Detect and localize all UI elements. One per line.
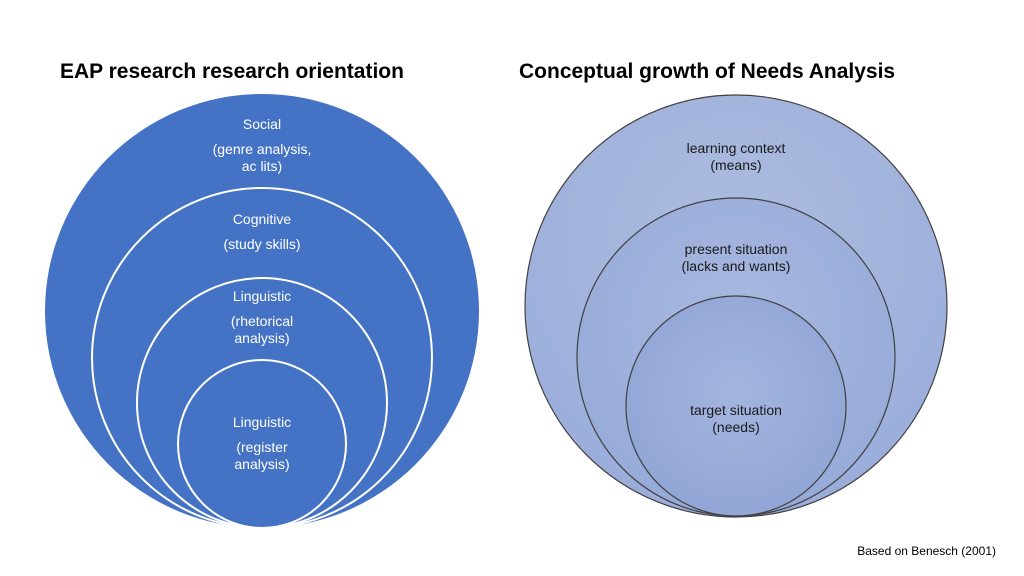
learning-context-title: learning context bbox=[686, 140, 786, 156]
left-label-linguistic-register: Linguistic (register analysis) bbox=[162, 414, 362, 473]
target-situation-title: target situation bbox=[690, 402, 782, 418]
social-detail-line1: (genre analysis, bbox=[212, 141, 312, 157]
left-circle-linguistic-register bbox=[177, 359, 347, 529]
register-detail-line1: (register bbox=[236, 439, 288, 455]
source-footnote: Based on Benesch (2001) bbox=[857, 544, 996, 558]
target-situation-detail: (needs) bbox=[712, 419, 760, 435]
register-detail-line2: analysis) bbox=[234, 456, 290, 472]
left-label-social: Social (genre analysis, ac lits) bbox=[162, 116, 362, 175]
left-label-cognitive: Cognitive (study skills) bbox=[162, 211, 362, 253]
linguistic-rhetorical-title: Linguistic bbox=[232, 288, 292, 304]
right-label-present-situation: present situation (lacks and wants) bbox=[636, 241, 836, 275]
right-circle-target-situation bbox=[625, 295, 847, 517]
present-situation-detail: (lacks and wants) bbox=[681, 258, 791, 274]
cognitive-detail: (study skills) bbox=[223, 236, 301, 252]
left-label-linguistic-rhetorical: Linguistic (rhetorical analysis) bbox=[162, 288, 362, 347]
right-diagram-title: Conceptual growth of Needs Analysis bbox=[519, 60, 896, 83]
right-label-target-situation: target situation (needs) bbox=[636, 402, 836, 436]
social-title: Social bbox=[242, 116, 282, 132]
rhetorical-detail-line1: (rhetorical bbox=[230, 313, 294, 329]
linguistic-register-title: Linguistic bbox=[232, 414, 292, 430]
present-situation-title: present situation bbox=[684, 241, 788, 257]
rhetorical-detail-line2: analysis) bbox=[234, 330, 290, 346]
social-detail-line2: ac lits) bbox=[241, 158, 283, 174]
learning-context-detail: (means) bbox=[710, 157, 762, 173]
right-label-learning-context: learning context (means) bbox=[636, 140, 836, 174]
cognitive-title: Cognitive bbox=[232, 211, 292, 227]
left-diagram-title: EAP research research orientation bbox=[60, 60, 404, 83]
